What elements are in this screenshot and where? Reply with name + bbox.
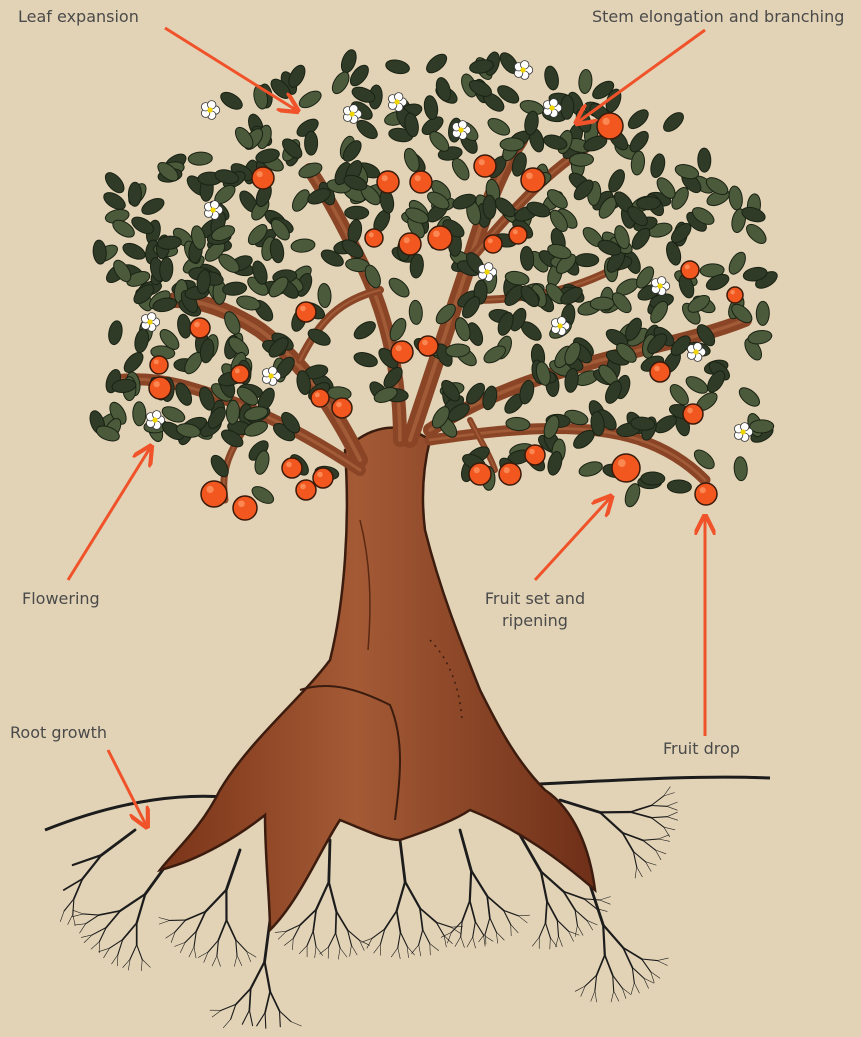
label-flowering: Flowering xyxy=(22,588,100,610)
label-fruit-set-line1: Fruit set and xyxy=(470,588,600,610)
label-fruit-set-line2: ripening xyxy=(470,610,600,632)
arrow-fruit-set xyxy=(535,498,610,580)
arrow-root-growth xyxy=(108,750,146,825)
label-stem-elongation: Stem elongation and branching xyxy=(592,6,844,28)
arrow-flowering xyxy=(68,448,150,580)
arrow-stem-elongation xyxy=(578,30,705,122)
label-fruit-drop: Fruit drop xyxy=(663,738,740,760)
label-root-growth: Root growth xyxy=(10,722,107,744)
label-fruit-set: Fruit set and ripening xyxy=(470,588,600,632)
label-leaf-expansion: Leaf expansion xyxy=(18,6,139,28)
